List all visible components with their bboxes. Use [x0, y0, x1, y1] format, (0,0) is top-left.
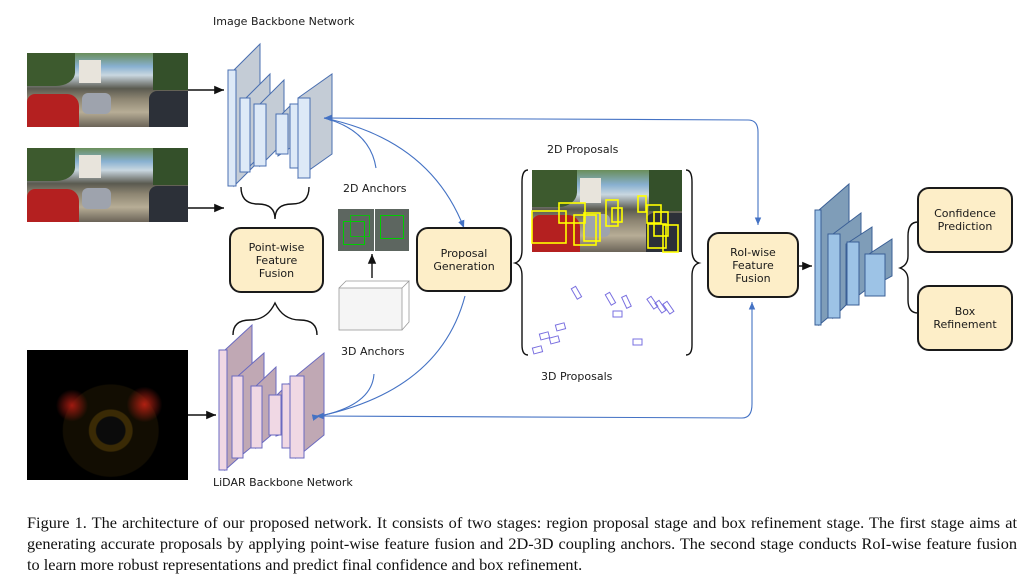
input-lidar-point-cloud — [27, 350, 188, 480]
input-camera-image-left — [27, 53, 188, 127]
refinement-network — [814, 182, 893, 327]
anchor-3d-cube — [338, 280, 410, 331]
proposal-generation-box: Proposal Generation — [416, 227, 512, 292]
proposals-3d-label: 3D Proposals — [541, 370, 613, 383]
proposal-3d-boxes — [531, 285, 675, 355]
anchors-3d-label: 3D Anchors — [341, 345, 405, 358]
architecture-diagram: Image Backbone Network LiDAR Backbone Ne… — [27, 15, 1013, 489]
anchor-2d-image — [338, 209, 409, 251]
diagram-svg — [188, 42, 919, 472]
figure-caption: Figure 1. The architecture of our propos… — [27, 513, 1017, 574]
proposal-2d-boxes — [531, 195, 679, 253]
roi-wise-feature-fusion-box: RoI-wise Feature Fusion — [707, 232, 799, 298]
braces — [232, 169, 919, 356]
image-backbone-label: Image Backbone Network — [213, 15, 355, 28]
anchors-2d-label: 2D Anchors — [343, 182, 407, 195]
proposals-2d-label: 2D Proposals — [547, 143, 619, 156]
point-wise-feature-fusion-box: Point-wise Feature Fusion — [229, 227, 324, 293]
input-camera-image-right — [27, 148, 188, 222]
box-refinement-box: Box Refinement — [917, 285, 1013, 351]
feedback-arrows — [311, 114, 762, 421]
lidar-backbone-label: LiDAR Backbone Network — [213, 476, 353, 489]
confidence-prediction-box: Confidence Prediction — [917, 187, 1013, 253]
image-backbone-network — [227, 42, 333, 188]
lidar-backbone-network — [218, 323, 325, 472]
